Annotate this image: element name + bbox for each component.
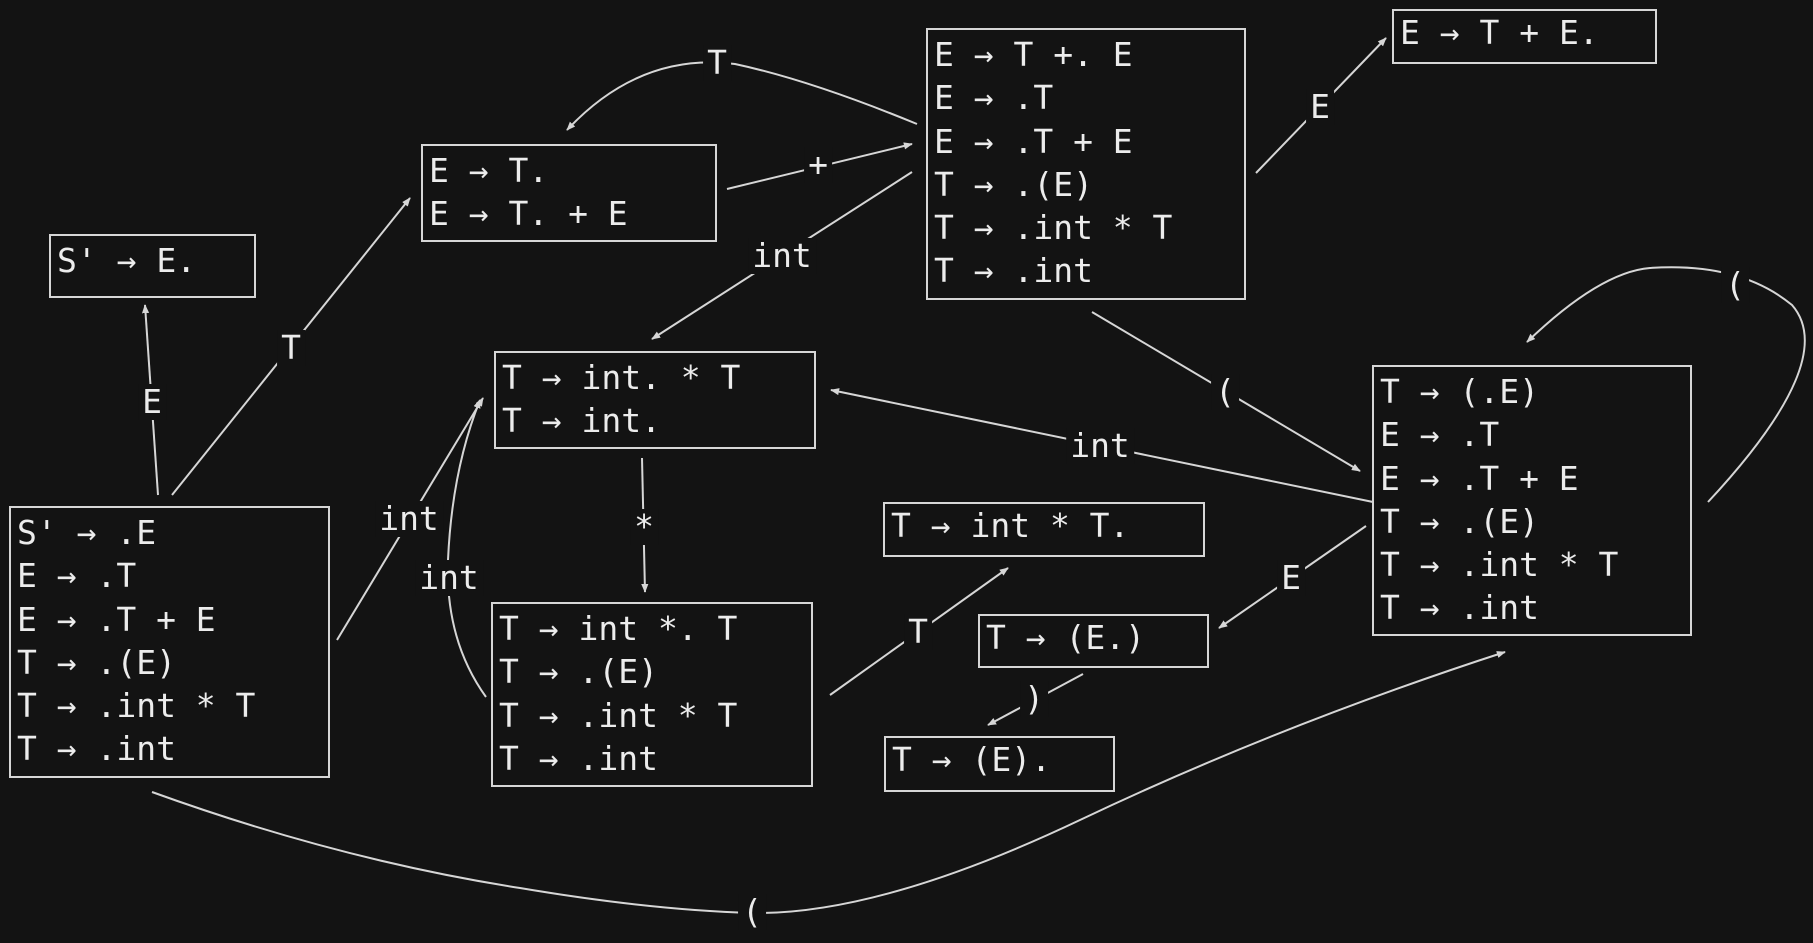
item: T → int * T.	[891, 506, 1130, 545]
state-s0: S' → .E E → .T E → .T + E T → .(E) T → .…	[9, 506, 330, 778]
item: T → int. * T	[502, 358, 741, 397]
item: T → (.E)	[1380, 372, 1539, 411]
edge-label-e13: int	[1066, 428, 1134, 464]
item: T → .int * T	[1380, 545, 1619, 585]
item: E → T.	[429, 151, 549, 190]
state-s6: T → int *. T T → .(E) T → .int * T T → .…	[491, 602, 813, 787]
edge-e10-line	[446, 399, 487, 698]
edge-label-e8: (	[1211, 374, 1239, 410]
edge-label-e14: E	[1277, 560, 1305, 596]
edge-label-e11: T	[904, 614, 932, 650]
edge-label-e0: E	[138, 384, 166, 420]
edge-label-e4: T	[703, 45, 731, 81]
item: E → T +. E	[934, 35, 1133, 74]
item: T → int *. T	[499, 609, 738, 648]
item: E → .T	[934, 78, 1054, 118]
item: E → .T + E	[17, 599, 216, 639]
item: T → .(E)	[1380, 501, 1539, 541]
state-s7: T → int * T.	[883, 502, 1205, 557]
item: T → (E.)	[986, 618, 1145, 657]
state-s1: S' → E.	[49, 234, 256, 298]
edge-e3-line	[151, 651, 1506, 915]
item: T → .int	[17, 729, 176, 769]
edge-label-e15: (	[1721, 267, 1749, 303]
edge-label-e10: int	[415, 560, 483, 596]
state-s10: T → (.E) E → .T E → .T + E T → .(E) T → …	[1372, 365, 1692, 636]
edge-label-e6: int	[748, 238, 816, 274]
item: T → .int	[1380, 588, 1539, 628]
item: T → .int * T	[17, 686, 256, 726]
item: E → T + E.	[1400, 13, 1599, 52]
item: T → .(E)	[934, 164, 1093, 204]
item: T → .(E)	[17, 642, 176, 682]
state-s5: T → int. * T T → int.	[494, 351, 816, 449]
edge-label-e1: T	[277, 330, 305, 366]
item: T → .(E)	[499, 652, 658, 692]
item: E → .T + E	[1380, 458, 1579, 498]
item: T → int.	[502, 401, 661, 441]
item: E → .T	[17, 556, 137, 596]
edge-label-e9: *	[630, 509, 658, 545]
state-s9: T → (E).	[884, 736, 1115, 792]
item: S' → E.	[57, 241, 197, 280]
item: T → .int	[499, 738, 658, 778]
edge-label-e12: )	[1020, 681, 1048, 717]
edge-e4-line	[566, 61, 918, 131]
item: T → (E).	[892, 740, 1051, 779]
edge-label-e5: +	[804, 147, 832, 183]
item: E → .T + E	[934, 121, 1133, 161]
edge-label-e2: int	[375, 501, 443, 537]
state-s8: T → (E.)	[978, 614, 1209, 668]
item: T → .int	[934, 251, 1093, 291]
item: E → T. + E	[429, 194, 628, 234]
state-s2: E → T. E → T. + E	[421, 144, 717, 242]
edge-label-e7: E	[1306, 89, 1334, 125]
edge-label-e3: (	[738, 894, 766, 930]
item: T → .int * T	[934, 208, 1173, 248]
state-s3: E → T +. E E → .T E → .T + E T → .(E) T …	[926, 28, 1246, 300]
item: E → .T	[1380, 415, 1500, 455]
item: S' → .E	[17, 513, 157, 552]
state-s4: E → T + E.	[1392, 9, 1657, 64]
item: T → .int * T	[499, 695, 738, 735]
